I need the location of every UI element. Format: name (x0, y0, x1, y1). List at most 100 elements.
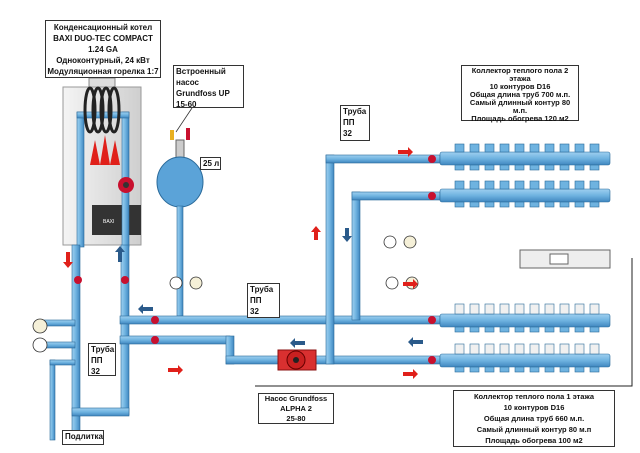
manifold-outlet (454, 326, 465, 333)
manifold-outlet (499, 303, 510, 315)
label-line: Встроенный (176, 67, 226, 76)
manifold-outlet (454, 164, 465, 171)
manifold-outlet (469, 201, 480, 208)
manifold-outlet (589, 366, 600, 373)
manifold-outlet (544, 343, 555, 355)
manifold-outlet (589, 326, 600, 333)
manifold-outlet (529, 326, 540, 333)
manifold-outlet (574, 343, 585, 355)
pressure-gauge-icon (32, 318, 48, 334)
manifold-outlet (589, 201, 600, 208)
thermometer-icon (383, 235, 397, 249)
manifold-outlet (514, 326, 525, 333)
pump-alpha-label: Насос Grundfoss ALPHA 2 25-80 (258, 393, 334, 424)
manifold-outlet (589, 164, 600, 171)
pipe-top-label: Труба ПП 32 (340, 105, 370, 141)
manifold-outlet (559, 366, 570, 373)
manifold-floor1-return (439, 353, 611, 368)
manifold-outlet (574, 180, 585, 190)
manifold-outlet (574, 201, 585, 208)
manifold-floor2-supply (439, 151, 611, 166)
manifold-outlet (484, 366, 495, 373)
label-line: Площадь обогрева 120 м2 (471, 114, 569, 123)
manifold-outlet (484, 343, 495, 355)
manifold-outlet (589, 303, 600, 315)
label-line: Grundfoss UP (176, 89, 230, 98)
manifold-outlet (499, 143, 510, 153)
manifold-outlet (574, 143, 585, 153)
label-line: 25-80 (286, 414, 306, 423)
label-line: ПП (91, 356, 103, 365)
label-line: ПП (343, 118, 355, 127)
controller-box (519, 249, 611, 269)
manifold-outlet (514, 303, 525, 315)
manifold-outlet (454, 201, 465, 208)
ball-valve-icon (74, 276, 82, 284)
manifold-outlet (499, 164, 510, 171)
manifold-outlet (484, 303, 495, 315)
arrow-down-icon (63, 252, 73, 268)
manifold-outlet (574, 326, 585, 333)
arrow-up-icon (115, 246, 125, 262)
arrow-down-icon (342, 228, 352, 242)
boiler: BAXI (62, 77, 142, 248)
manifold-outlet (544, 201, 555, 208)
label-line: Коллектор теплого пола 1 этажа (473, 392, 595, 401)
manifold-outlet (499, 201, 510, 208)
manifold-outlet (589, 143, 600, 153)
manifold-outlet (559, 201, 570, 208)
collector-floor2-label: Коллектор теплого пола 2 этажа 10 контур… (461, 65, 579, 123)
label-line: Общая длина труб 700 м.п. (469, 90, 571, 99)
manifold-outlet (499, 343, 510, 355)
manifold-outlet (499, 180, 510, 190)
thermometer-icon (385, 276, 399, 290)
builtin-pump-label: Встроенный насос Grundfoss UP 15-60 (173, 65, 244, 109)
tank-label: 25 л (200, 157, 221, 170)
label-line: Самый длинный контур 80 (469, 98, 571, 107)
ball-valve-icon (428, 316, 436, 324)
arrow-left-icon (290, 338, 305, 348)
manifold-outlet (529, 366, 540, 373)
makeup-label: Подлитка (62, 430, 104, 445)
label-line: насос (176, 78, 199, 87)
valves (74, 155, 436, 364)
manifold-outlet (454, 303, 465, 315)
manifold-outlet (574, 164, 585, 171)
manifold-outlet (469, 366, 480, 373)
manifold-outlet (514, 201, 525, 208)
boiler-brand: BAXI (103, 219, 114, 225)
label-line: ALPHA 2 (280, 404, 312, 413)
manifold-outlet (454, 143, 465, 153)
manifold-outlet (529, 201, 540, 208)
manifold-outlet (484, 164, 495, 171)
manifold-outlet (469, 164, 480, 171)
manifold-outlet (514, 180, 525, 190)
manifold-outlet (544, 143, 555, 153)
manifold-outlet (499, 326, 510, 333)
manifold-outlet (529, 143, 540, 153)
manifold-outlet (529, 164, 540, 171)
manifold-outlet (559, 164, 570, 171)
thermometer-icon (169, 276, 183, 290)
manifold-outlet (589, 180, 600, 190)
manifold-outlet (469, 303, 480, 315)
ball-valve-icon (121, 276, 129, 284)
manifold-outlet (544, 366, 555, 373)
gauges (32, 235, 419, 353)
label-line: ПП (250, 296, 262, 305)
arrow-left-icon (408, 337, 423, 347)
label-line: 10 контуров D16 (489, 82, 551, 91)
heat-exchanger-coil-icon (83, 86, 121, 134)
pressure-gauge-icon (189, 276, 203, 290)
manifold-outlet (514, 343, 525, 355)
pressure-gauge-icon (403, 235, 417, 249)
label-line: 10 контуров D16 (503, 403, 565, 412)
manifolds (439, 143, 611, 373)
manifold-outlet (544, 164, 555, 171)
ball-valve-icon (428, 356, 436, 364)
label-line: 15-60 (176, 100, 197, 109)
manifold-outlet (574, 366, 585, 373)
label-line: Труба (343, 107, 367, 116)
label-line: Площадь обогрева 100 м2 (485, 436, 583, 445)
